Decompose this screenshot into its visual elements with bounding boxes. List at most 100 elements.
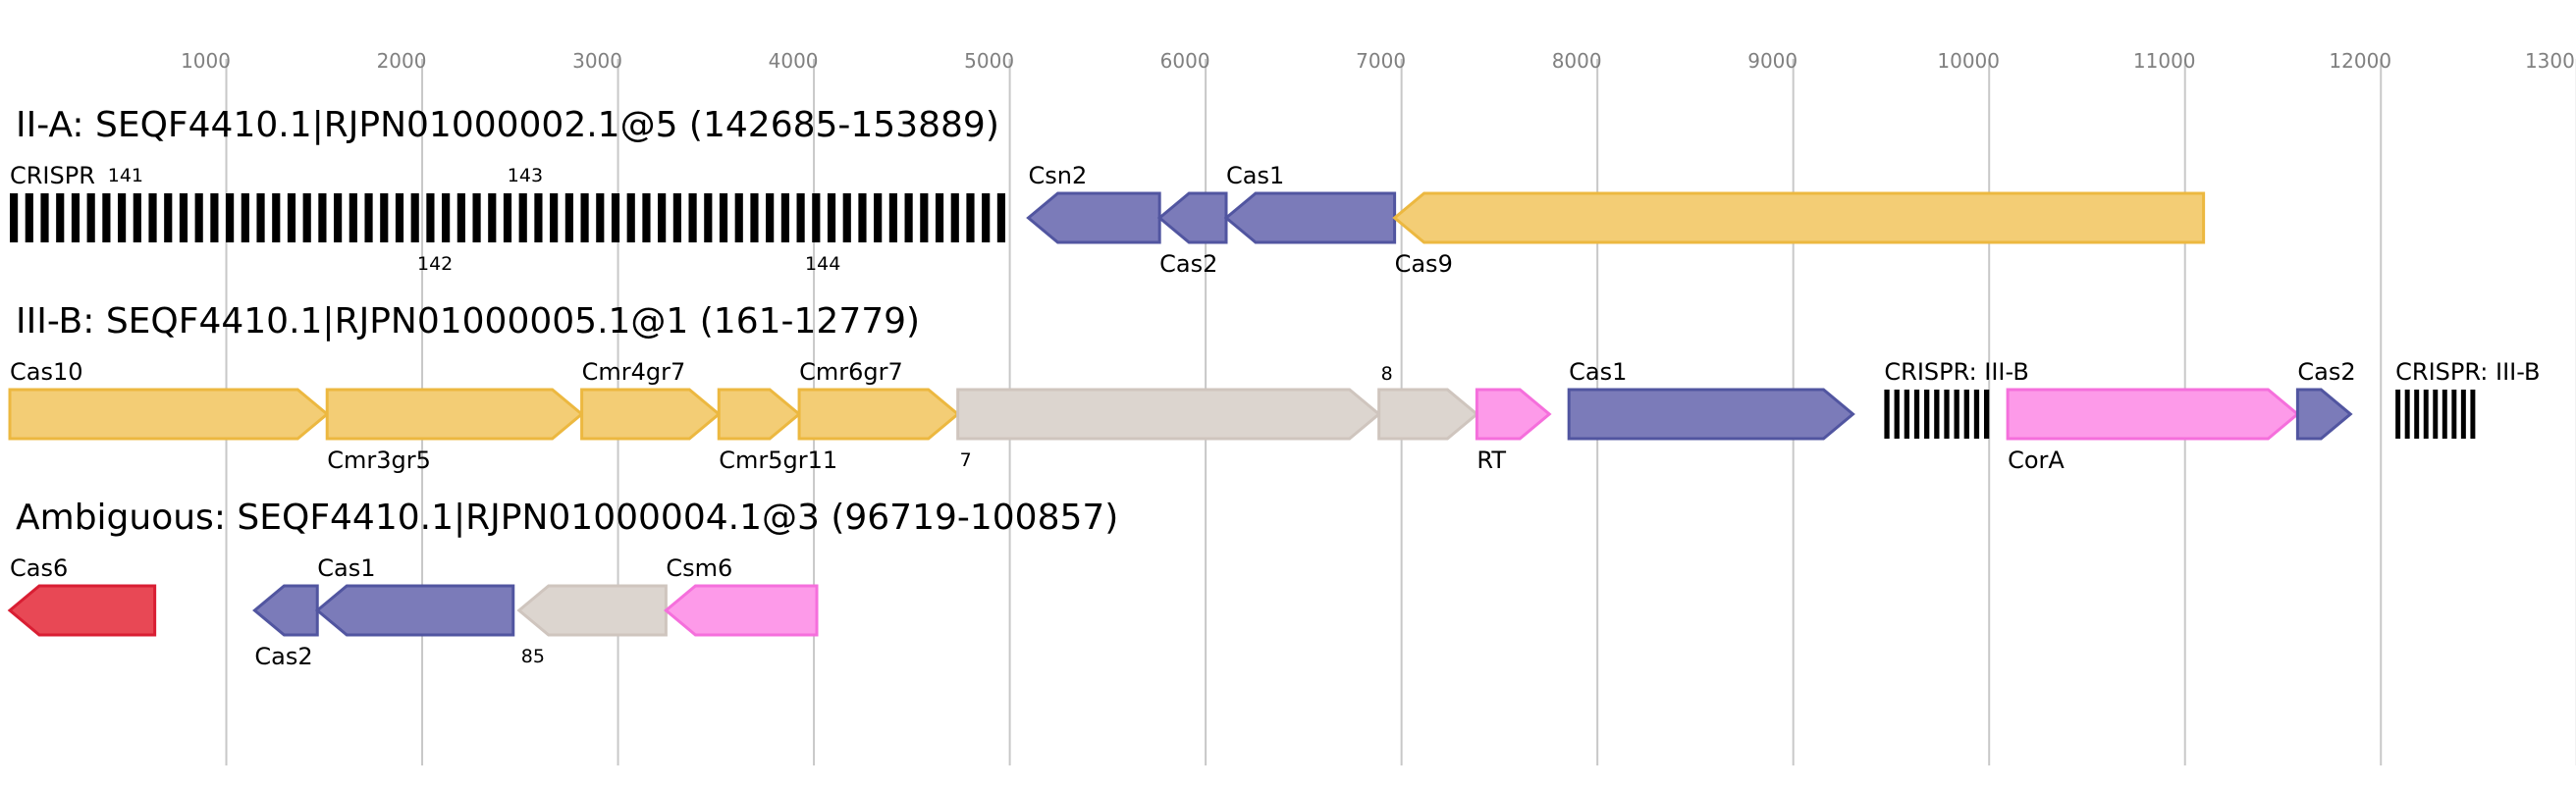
- crispr-repeat: [1884, 390, 1890, 439]
- crispr-repeat: [179, 193, 188, 242]
- locus-title: III-B: SEQF4410.1|RJPN01000005.1@1 (161-…: [16, 301, 920, 342]
- crispr-repeat: [2395, 390, 2401, 439]
- tick-label: 7000: [1356, 49, 1406, 73]
- crispr-repeat: [456, 193, 465, 242]
- gene-arrow-cas1: [314, 584, 515, 637]
- crispr-repeat: [996, 193, 1005, 242]
- crispr-repeat: [1913, 390, 1920, 439]
- crispr-repeat: [194, 193, 203, 242]
- crispr-repeat: [1934, 390, 1940, 439]
- crispr-repeat: [982, 193, 991, 242]
- locus-track: II-A: SEQF4410.1|RJPN01000002.1@5 (14268…: [10, 105, 2206, 278]
- gene-arrow-cas9: [1392, 191, 2206, 244]
- crispr-repeat: [812, 193, 821, 242]
- gene-arrow-cas6: [7, 584, 157, 637]
- crispr-repeat: [395, 193, 404, 242]
- gene-label: Cmr4gr7: [582, 358, 686, 386]
- crispr-repeat: [966, 193, 975, 242]
- crispr-repeat: [488, 193, 497, 242]
- crispr-repeat: [734, 193, 743, 242]
- gene-arrow-7: [956, 388, 1381, 441]
- gene-label: Cmr6gr7: [799, 358, 903, 386]
- crispr-repeat: [302, 193, 311, 242]
- crispr-repeat: [534, 193, 543, 242]
- crispr-label: CRISPR: III-B: [2395, 358, 2540, 386]
- gene-arrow-cas2: [252, 584, 319, 637]
- crispr-repeat: [1983, 390, 1990, 439]
- tick-label: 13000: [2525, 49, 2576, 73]
- gene-arrow-cmr3gr5: [325, 388, 584, 441]
- gene-arrow-cmr4gr7: [580, 388, 722, 441]
- tick-label: 10000: [1937, 49, 2000, 73]
- crispr-repeat: [241, 193, 249, 242]
- gene-label: Cas2: [1159, 250, 1217, 278]
- crispr-repeat: [858, 193, 867, 242]
- gene-label: Cas2: [254, 643, 312, 670]
- crispr-repeat: [842, 193, 851, 242]
- spacer-number: 141: [108, 165, 143, 186]
- crispr-repeat: [796, 193, 805, 242]
- crispr-repeat: [920, 193, 929, 242]
- crispr-repeat: [10, 193, 19, 242]
- gene-arrow-cas1: [1567, 388, 1855, 441]
- gene-label: Cas2: [2297, 358, 2355, 386]
- gene-label: Cas10: [10, 358, 83, 386]
- crispr-repeat: [935, 193, 944, 242]
- gene-label: Cas1: [1569, 358, 1627, 386]
- crispr-repeat: [2451, 390, 2457, 439]
- gene-arrow-85: [516, 584, 668, 637]
- crispr-repeat: [704, 193, 713, 242]
- crispr-repeat: [874, 193, 883, 242]
- crispr-repeat: [688, 193, 697, 242]
- gene-label: Cas6: [10, 554, 68, 582]
- crispr-repeat: [2414, 390, 2420, 439]
- crispr-repeat: [442, 193, 451, 242]
- crispr-repeat: [426, 193, 435, 242]
- crispr-repeat: [2460, 390, 2466, 439]
- crispr-repeat: [1954, 390, 1959, 439]
- crispr-repeat: [349, 193, 357, 242]
- gene-label: Cmr5gr11: [719, 447, 837, 474]
- crispr-repeat: [40, 193, 49, 242]
- crispr-repeat: [503, 193, 512, 242]
- crispr-repeat: [672, 193, 681, 242]
- crispr-repeat: [658, 193, 667, 242]
- gene-arrow-cas2: [2295, 388, 2353, 441]
- gene-label: Csn2: [1029, 162, 1088, 189]
- gene-label: Csm6: [666, 554, 732, 582]
- crispr-repeat: [2470, 390, 2476, 439]
- gene-arrow-8: [1377, 388, 1479, 441]
- gene-arrow-cas10: [8, 388, 330, 441]
- crispr-repeat: [888, 193, 897, 242]
- locus-track: Ambiguous: SEQF4410.1|RJPN01000004.1@3 (…: [7, 498, 1118, 670]
- crispr-repeat: [410, 193, 419, 242]
- crispr-repeat: [1944, 390, 1950, 439]
- gene-arrow-cmr5gr11: [717, 388, 802, 441]
- crispr-repeat: [626, 193, 635, 242]
- gene-arrow-csn2: [1026, 191, 1161, 244]
- crispr-repeat: [1963, 390, 1969, 439]
- crispr-repeat: [272, 193, 281, 242]
- gene-arrow-cora: [2006, 388, 2300, 441]
- crispr-repeat: [102, 193, 111, 242]
- crispr-repeat: [334, 193, 343, 242]
- crispr-repeat: [1924, 390, 1930, 439]
- crispr-repeat: [2423, 390, 2429, 439]
- tracks: II-A: SEQF4410.1|RJPN01000002.1@5 (14268…: [7, 105, 2541, 670]
- spacer-number: 144: [805, 253, 840, 275]
- gene-label: Cmr3gr5: [327, 447, 431, 474]
- crispr-repeat: [86, 193, 95, 242]
- crispr-repeat: [596, 193, 605, 242]
- gene-label: RT: [1476, 447, 1506, 474]
- crispr-label: CRISPR: [10, 162, 95, 189]
- crispr-repeat: [2433, 390, 2439, 439]
- crispr-repeat: [210, 193, 219, 242]
- crispr-repeat: [118, 193, 127, 242]
- crispr-repeat: [318, 193, 327, 242]
- crispr-repeat: [71, 193, 80, 242]
- crispr-repeat: [564, 193, 573, 242]
- crispr-repeat: [1904, 390, 1910, 439]
- gene-label: CorA: [2008, 447, 2065, 474]
